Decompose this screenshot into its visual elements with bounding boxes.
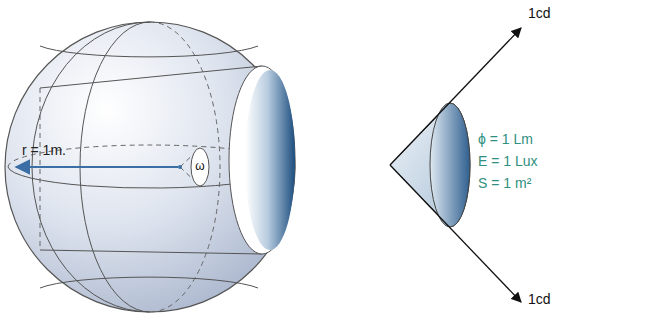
solid-angle-symbol: ω (195, 160, 204, 173)
radius-label: r = 1m. (22, 143, 66, 158)
intensity-label: 1cd (528, 6, 551, 21)
intensity-label: 1cd (528, 292, 551, 307)
sphere (5, 22, 295, 312)
flux-value: ϕ = 1 Lm (478, 132, 533, 147)
illuminance-value: E = 1 Lux (478, 154, 538, 169)
area-value: S = 1 m² (478, 176, 531, 191)
